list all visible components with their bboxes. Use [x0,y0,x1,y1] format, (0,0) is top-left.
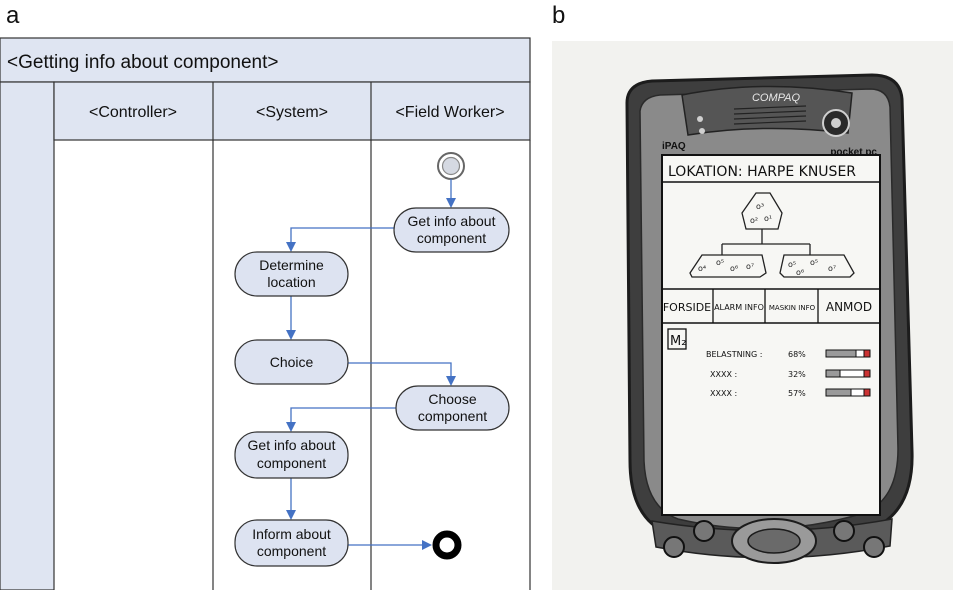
activity-get-info-fieldworker: Get info about component [393,207,510,253]
svg-text:o⁶: o⁶ [730,264,738,273]
pool-title: <Getting info about component> [7,52,278,73]
model-label-right: pocket pc [830,147,877,158]
initial-node [437,152,465,180]
tab-forside: FORSIDE [663,301,711,314]
lane-system-label: <System> [256,104,328,121]
row-value-2: 32% [788,370,806,379]
lane-controller-label: <Controller> [89,104,177,121]
activity-inform-about-component: Inform about component [234,519,349,567]
pool-side-stripe [0,81,55,590]
model-label-left: iPAQ [662,141,686,152]
machine-label: M₂ [670,334,686,349]
svg-text:Inform about: Inform about [252,526,331,542]
svg-text:component: component [418,408,487,424]
svg-text:o⁵: o⁵ [788,260,796,269]
svg-text:o⁴: o⁴ [698,264,706,273]
lane-header-row [53,81,531,141]
row-value-3: 57% [788,389,806,398]
activity-get-info-system: Get info about component [234,431,349,479]
svg-text:o⁶: o⁶ [796,268,804,277]
activity-diagram: <Getting info about component> <Controll… [0,37,531,590]
svg-text:o⁷: o⁷ [828,264,836,273]
svg-text:location: location [267,274,315,290]
brand-label: COMPAQ [752,92,801,104]
activity-choice: Choice [234,339,349,385]
svg-text:Determine: Determine [259,257,324,273]
svg-text:o³: o³ [756,202,764,211]
row-label-2: XXXX : [710,370,737,379]
svg-text:Choice: Choice [270,354,314,370]
tab-alarm-info: ALARM INFO [714,303,764,312]
svg-text:o⁷: o⁷ [746,262,754,271]
lane-field-worker-label: <Field Worker> [395,104,504,121]
panel-a-letter: a [6,2,20,29]
svg-text:Get info about: Get info about [408,213,496,229]
row-label-1: BELASTNING : [706,350,762,359]
svg-text:Get info about: Get info about [248,437,336,453]
activity-determine-location: Determine location [234,251,349,297]
svg-text:o¹: o¹ [764,214,772,223]
panel-b-letter: b [552,2,566,29]
location-heading: LOKATION: HARPE KNUSER [668,164,856,180]
final-node [432,530,462,560]
row-value-1: 68% [788,350,806,359]
pda-sketch-photo: COMPAQ iPAQ pocket pc LOKATION: HARPE KN… [552,41,953,590]
flow-choice-to-choose [348,362,456,386]
row-label-3: XXXX : [710,389,737,398]
svg-text:o⁵: o⁵ [810,258,818,267]
tab-anmod: ANMOD [826,300,872,314]
tab-bar [661,288,881,324]
svg-text:o²: o² [750,216,758,225]
flow-getinfo-to-determine [286,227,394,252]
svg-text:component: component [257,455,326,471]
svg-text:o⁵: o⁵ [716,258,724,267]
pool-header [0,37,531,83]
flow-choose-to-getinfo [286,407,396,432]
pda-screen [661,154,881,516]
activity-choose-component: Choose component [395,385,510,431]
svg-text:Choose: Choose [428,391,476,407]
tab-maskin-info: MASKIN INFO [769,304,816,312]
svg-text:component: component [257,543,326,559]
svg-text:component: component [417,230,486,246]
